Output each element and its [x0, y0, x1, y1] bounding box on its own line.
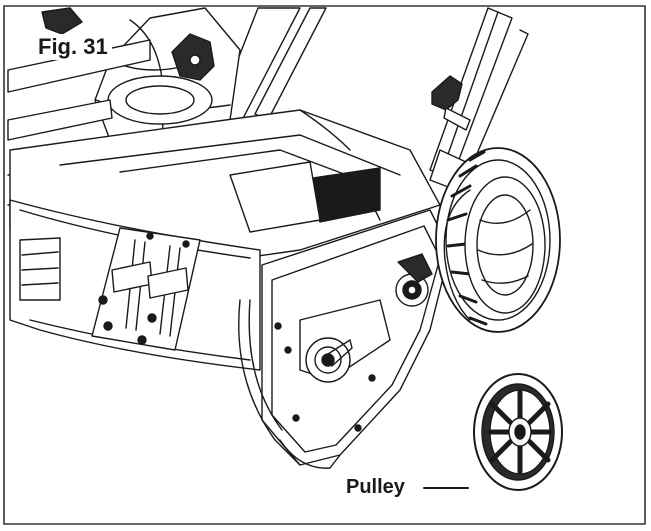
scraper-plate	[91, 227, 201, 351]
handle-knob-right	[431, 75, 463, 111]
rear-wheel	[435, 147, 561, 333]
pulley-illustration	[473, 373, 563, 491]
side-cover-opened	[238, 209, 451, 469]
discharge-chute	[41, 7, 241, 161]
pulley-label: Pulley	[346, 476, 405, 498]
figure-label: Fig. 31	[34, 34, 112, 60]
